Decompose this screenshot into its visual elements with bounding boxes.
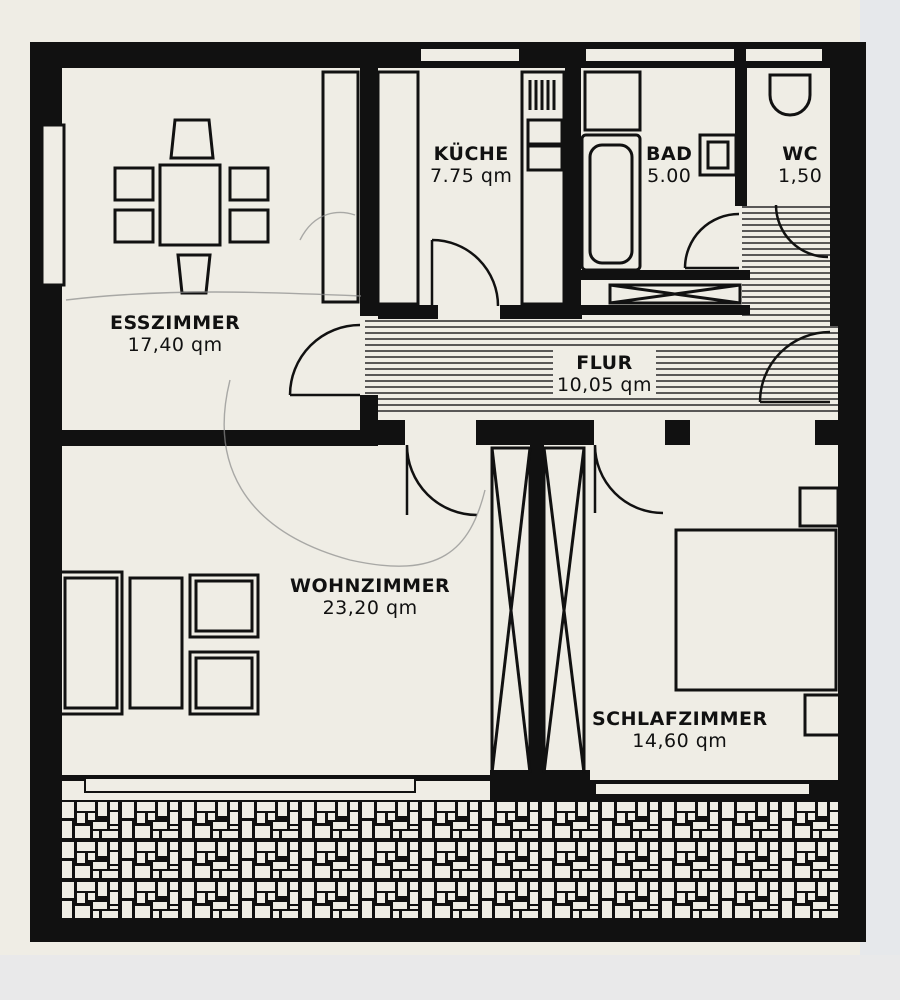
dining-table-set [113,70,360,304]
room-area: 17,40 qm [127,334,223,356]
kitchen-units [376,70,566,306]
room-label-kueche: KÜCHE 7.75 qm [430,143,512,187]
room-label-flur: FLUR 10,05 qm [553,350,657,398]
room-label-schlafzimmer: SCHLAFZIMMER 14,60 qm [592,708,768,752]
room-name: FLUR [576,352,633,374]
windows-top [419,47,824,63]
room-name: KÜCHE [433,143,509,165]
room-area: 23,20 qm [322,597,418,619]
bedroom-furniture [674,486,845,737]
living-room-furniture [58,570,260,716]
room-label-bad: BAD 5.00 [646,143,692,187]
room-name: SCHLAFZIMMER [592,708,768,730]
pencil-sketch [65,211,486,567]
wardrobes [490,446,586,775]
room-area: 5.00 [647,165,692,187]
room-label-wc: WC 1,50 [778,143,822,187]
room-area: 7.75 qm [430,165,513,187]
room-name: BAD [646,143,693,165]
room-area: 10,05 qm [557,374,653,396]
room-label-esszimmer: ESSZIMMER 17,40 qm [110,312,240,356]
door-swings [288,204,831,517]
paper-edge-bottom [0,955,900,1000]
room-label-wohnzimmer: WOHNZIMMER 23,20 qm [290,575,450,619]
bathroom-fixtures [580,70,742,305]
terrace-doors [84,777,811,796]
paper-edge-right [860,0,900,1000]
room-area: 1,50 [778,165,823,187]
room-name: WOHNZIMMER [290,575,451,597]
window-left [40,123,66,287]
room-name: ESSZIMMER [110,312,241,334]
terrace-paving [52,800,850,935]
room-area: 14,60 qm [632,730,728,752]
wc-fixture [768,73,812,117]
room-name: WC [782,143,819,165]
